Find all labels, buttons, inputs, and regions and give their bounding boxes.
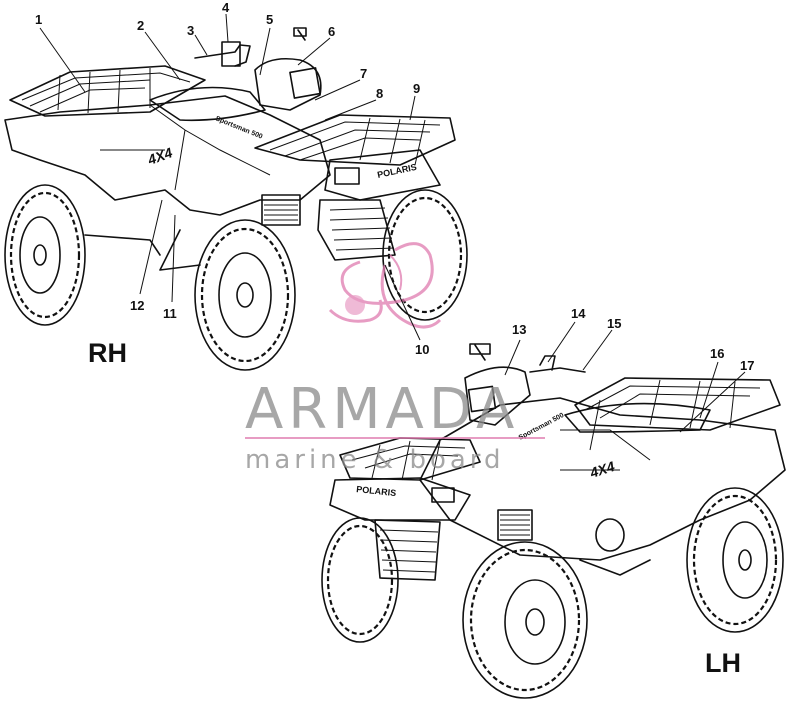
callout-3: 3 <box>187 23 194 38</box>
watermark-subtitle: marine & board <box>245 445 505 475</box>
watermark: ARMADA marine & board <box>245 242 545 475</box>
leader-lines <box>39 13 746 433</box>
callout-8: 8 <box>376 86 383 101</box>
callout-5: 5 <box>266 12 273 27</box>
rh-4x4-decal: 4X4 <box>145 144 175 168</box>
callout-16: 16 <box>710 346 724 361</box>
callout-2: 2 <box>137 18 144 33</box>
lh-4x4-decal: 4X4 <box>587 458 617 481</box>
callout-14: 14 <box>571 306 586 321</box>
callout-10: 10 <box>415 342 429 357</box>
callout-numbers: 1 2 3 4 5 6 7 8 9 10 11 12 13 14 15 16 1… <box>35 0 754 373</box>
rh-tank-decal: Sportsman 500 <box>214 115 263 140</box>
atv-right-side: 4X4 POLARIS Sportsman 500 <box>4 27 468 371</box>
lh-brand-decal: POLARIS <box>356 484 397 498</box>
callout-9: 9 <box>413 81 420 96</box>
callout-12: 12 <box>130 298 144 313</box>
callout-6: 6 <box>328 24 335 39</box>
view-label-rh: RH <box>88 338 127 368</box>
callout-11: 11 <box>163 306 177 321</box>
callout-1: 1 <box>35 12 42 27</box>
watermark-logo-icon <box>328 242 442 329</box>
callout-17: 17 <box>740 358 754 373</box>
callout-13: 13 <box>512 322 526 337</box>
view-label-lh: LH <box>705 648 741 678</box>
callout-15: 15 <box>607 316 621 331</box>
callout-4: 4 <box>222 0 230 15</box>
callout-7: 7 <box>360 66 367 81</box>
watermark-title: ARMADA <box>245 377 519 442</box>
